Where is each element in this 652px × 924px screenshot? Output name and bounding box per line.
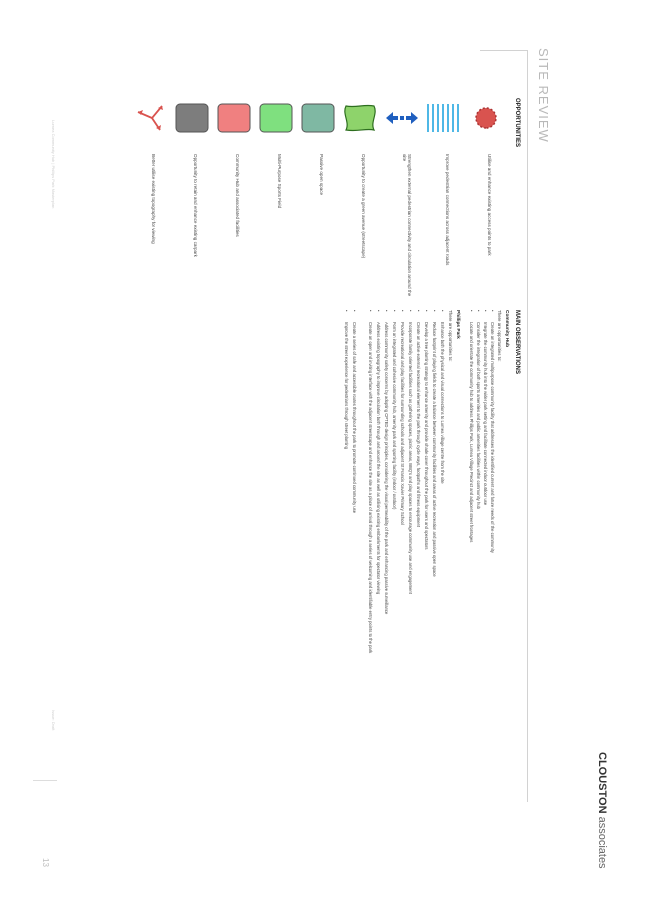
list-item: Enhance both the physical and visual con… xyxy=(440,322,445,484)
footer-issue: Issue: Draft xyxy=(51,710,56,731)
footer-divider xyxy=(33,780,57,781)
list-item: Incorporate family oriented facilities s… xyxy=(408,322,413,594)
pink-block-icon xyxy=(216,98,252,138)
legend-item-sports-field: Multi-Purpose Sports Field xyxy=(258,98,294,308)
blue-dashed-lines-icon xyxy=(426,98,462,138)
legend-label: Community Hub and associated facilities xyxy=(235,154,240,237)
page-title: SITE REVIEW xyxy=(536,48,551,143)
blue-arrows-icon xyxy=(384,98,420,138)
legend-item-community-hub: Community Hub and associated facilities xyxy=(216,98,252,308)
red-arrows-icon xyxy=(132,98,168,138)
legend-item-topography: Better utilise existing topography for v… xyxy=(132,98,168,308)
legend-item-green-avenue: Opportunity to create a green avenue (st… xyxy=(342,98,378,308)
list-item: Address community safety concerns by ado… xyxy=(384,322,389,614)
opportunities-heading: OPPORTUNITIES xyxy=(514,98,520,148)
list-item: Create an open and inviting interface wi… xyxy=(368,322,373,762)
list-item: Develop a tree planting strategy to enha… xyxy=(424,322,429,549)
legend-label: Improve pedestrian connections across ad… xyxy=(445,154,450,266)
community-hub-intro: There are opportunities to: xyxy=(497,310,502,362)
brand-name-bold: CLOUSTON xyxy=(596,752,608,814)
observations-heading: MAIN OBSERVATIONS xyxy=(514,310,520,375)
header-divider xyxy=(527,50,528,802)
legend-item-pedestrian-connections: Improve pedestrian connections across ad… xyxy=(426,98,462,308)
phillips-park-intro: There are opportunities to: xyxy=(448,310,453,362)
legend-item-access-points: Utilise and enhance existing access poin… xyxy=(468,98,504,308)
page-number: 13 xyxy=(41,858,50,867)
light-green-block-icon xyxy=(258,98,294,138)
legend-label: Opportunity to retain and enhance existi… xyxy=(193,154,198,257)
list-item: Address existing topography to improve c… xyxy=(376,322,381,594)
list-item: Provide recreational and play facilities… xyxy=(400,322,405,525)
list-item: Create a series of safe and accessible r… xyxy=(352,322,357,513)
legend-label: Better utilise existing topography for v… xyxy=(151,154,156,244)
phillips-park-title: Phillips Park xyxy=(455,310,460,339)
grey-block-icon xyxy=(174,98,210,138)
legend-label: Opportunity to create a green avenue (st… xyxy=(361,154,366,259)
legend-label: Utilise and enhance existing access poin… xyxy=(487,154,492,256)
legend-item-carpark: Opportunity to retain and enhance existi… xyxy=(174,98,210,308)
legend-item-passive-open-space: Passive open space xyxy=(300,98,336,308)
list-item: Reduce footprint of playing fields to cr… xyxy=(432,322,437,577)
green-wavy-shape-icon xyxy=(342,98,378,138)
brand-name-rest: associates xyxy=(596,813,608,869)
legend-label: Multi-Purpose Sports Field xyxy=(277,154,282,209)
community-hub-title: Community Hub xyxy=(504,310,509,348)
brand-logo: CLOUSTON associates xyxy=(596,752,608,869)
list-item: Consider the integration of both sports … xyxy=(476,322,481,509)
legend-label: Strengthen external pedestrian connectiv… xyxy=(402,154,412,297)
list-item: Integrate the community hub into the wid… xyxy=(483,322,488,505)
list-item: Form an integrated and cohesive communit… xyxy=(392,322,397,509)
list-item: Create an integrated multipurpose commun… xyxy=(490,322,495,553)
red-circle-icon xyxy=(468,98,504,138)
list-item: Improve the street experience for pedest… xyxy=(344,322,349,449)
left-divider xyxy=(480,50,528,51)
teal-block-icon xyxy=(300,98,336,138)
list-item: Locate and orientate the community hub t… xyxy=(469,322,474,542)
legend-item-external-connectivity: Strengthen external pedestrian connectiv… xyxy=(384,98,420,308)
list-item: Create an active external recreational e… xyxy=(416,322,421,527)
legend-label: Passive open space xyxy=(319,154,324,196)
footer-document-title: Lurnea Community Hub | Phillips Park Mas… xyxy=(51,120,56,209)
